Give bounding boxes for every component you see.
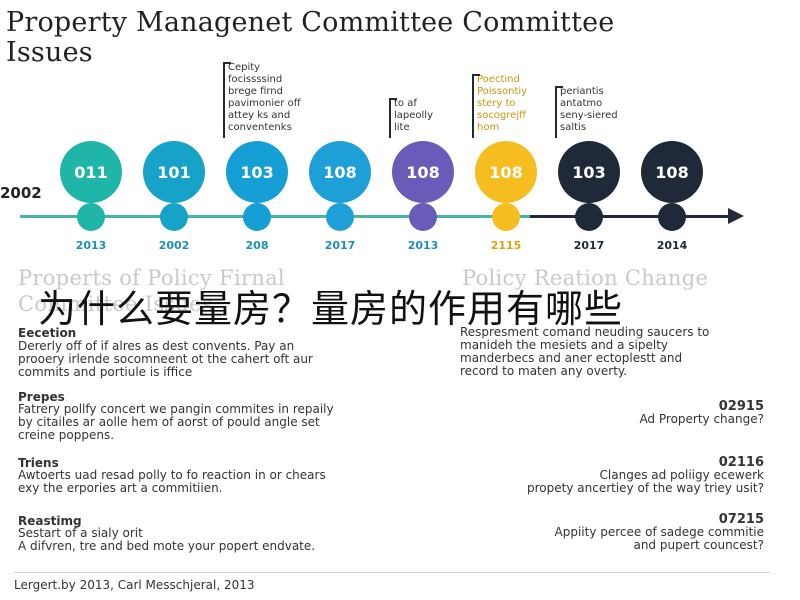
timeline-note: Poectind Poissontiy stery to socogrejff …: [472, 74, 528, 138]
timeline-year: 2013: [407, 239, 439, 252]
timeline-node: 108: [475, 141, 537, 203]
right-section-heading: Policy Reation Change: [462, 266, 709, 290]
timeline-axis-dark: [530, 215, 730, 218]
note-connector: [223, 62, 225, 138]
footer-credit: Lergert.by 2013, Carl Messchjeral, 2013: [14, 578, 255, 592]
right-item-number: 07215: [718, 512, 764, 527]
left-item-title: Triens: [18, 456, 59, 470]
left-item-text: Fatrery pollfy concert we pangin commite…: [18, 402, 334, 442]
left-item-text: Sestart of a sialy orit A difvren, tre a…: [18, 526, 316, 553]
timeline-axis: [20, 215, 734, 218]
timeline-dot: [243, 203, 271, 231]
left-section-heading-line-1: Properts of Policy Firnal: [18, 266, 285, 290]
left-section-heading-line-2: Committee Issues: [18, 292, 214, 316]
right-item-number: 02915: [718, 399, 764, 414]
timeline-node: 011: [60, 141, 122, 203]
timeline-note-text: periantis antatmo seny-siered saltis: [560, 86, 618, 133]
arrow-right-icon: [728, 208, 744, 224]
left-item-text: Dererly off of if alres as dest convents…: [18, 339, 313, 379]
left-item-title: Prepes: [18, 390, 65, 404]
timeline-year: 2017: [324, 239, 356, 252]
timeline-note-text: Poectind Poissontiy stery to socogrejff …: [477, 74, 528, 133]
right-item-text: Appiity percee of sadege commitie and pu…: [554, 525, 764, 552]
timeline-year: 208: [245, 239, 269, 252]
timeline-dot: [326, 203, 354, 231]
right-item-number: 02116: [718, 455, 764, 470]
timeline-node: 108: [309, 141, 371, 203]
timeline-year: 2115: [490, 239, 522, 252]
timeline-dot: [658, 203, 686, 231]
timeline-node: 101: [143, 141, 205, 203]
note-connector-cap: [389, 98, 397, 100]
timeline-dot: [492, 203, 520, 231]
timeline-dot: [409, 203, 437, 231]
timeline-dot: [160, 203, 188, 231]
note-connector: [472, 74, 474, 138]
overlay-caption: 为什么要量房？量房的作用有哪些: [38, 287, 624, 331]
footer-divider: [14, 572, 770, 573]
note-connector: [389, 98, 391, 138]
timeline-start-year: 2002: [0, 184, 42, 202]
right-item-text: Ad Property change?: [639, 412, 764, 426]
title-line-1: Property Managenet Committee Committee: [6, 7, 615, 38]
left-item-title: Eecetion: [18, 326, 77, 340]
note-connector: [555, 86, 557, 138]
page-title: Property Managenet Committee Committee I…: [6, 8, 614, 68]
title-line-2: Issues: [6, 37, 93, 68]
timeline-note: Cepity focissssind brege firnd pavimonie…: [223, 62, 301, 138]
timeline-year: 2002: [158, 239, 190, 252]
note-connector-cap: [472, 74, 480, 76]
right-section-intro: Respresment comand neuding saucers to ma…: [460, 325, 710, 378]
right-item-text: Clanges ad poliigy ecewerk propety ancer…: [527, 468, 764, 495]
timeline-note: to af lapeolly lite: [389, 98, 433, 138]
timeline-node: 103: [226, 141, 288, 203]
note-connector-cap: [223, 62, 231, 64]
timeline-node: 108: [392, 141, 454, 203]
timeline-year: 2014: [656, 239, 688, 252]
timeline-year: 2017: [573, 239, 605, 252]
left-item-title: Reastimg: [18, 514, 82, 528]
timeline-note-text: to af lapeolly lite: [394, 98, 433, 133]
note-connector-cap: [555, 86, 563, 88]
timeline-note: periantis antatmo seny-siered saltis: [555, 86, 618, 138]
timeline-dot: [575, 203, 603, 231]
left-item-text: Awtoerts uad resad polly to fo reaction …: [18, 468, 326, 495]
timeline-node: 103: [558, 141, 620, 203]
timeline-note-text: Cepity focissssind brege firnd pavimonie…: [228, 62, 301, 133]
timeline-node: 108: [641, 141, 703, 203]
timeline-dot: [77, 203, 105, 231]
timeline-year: 2013: [75, 239, 107, 252]
